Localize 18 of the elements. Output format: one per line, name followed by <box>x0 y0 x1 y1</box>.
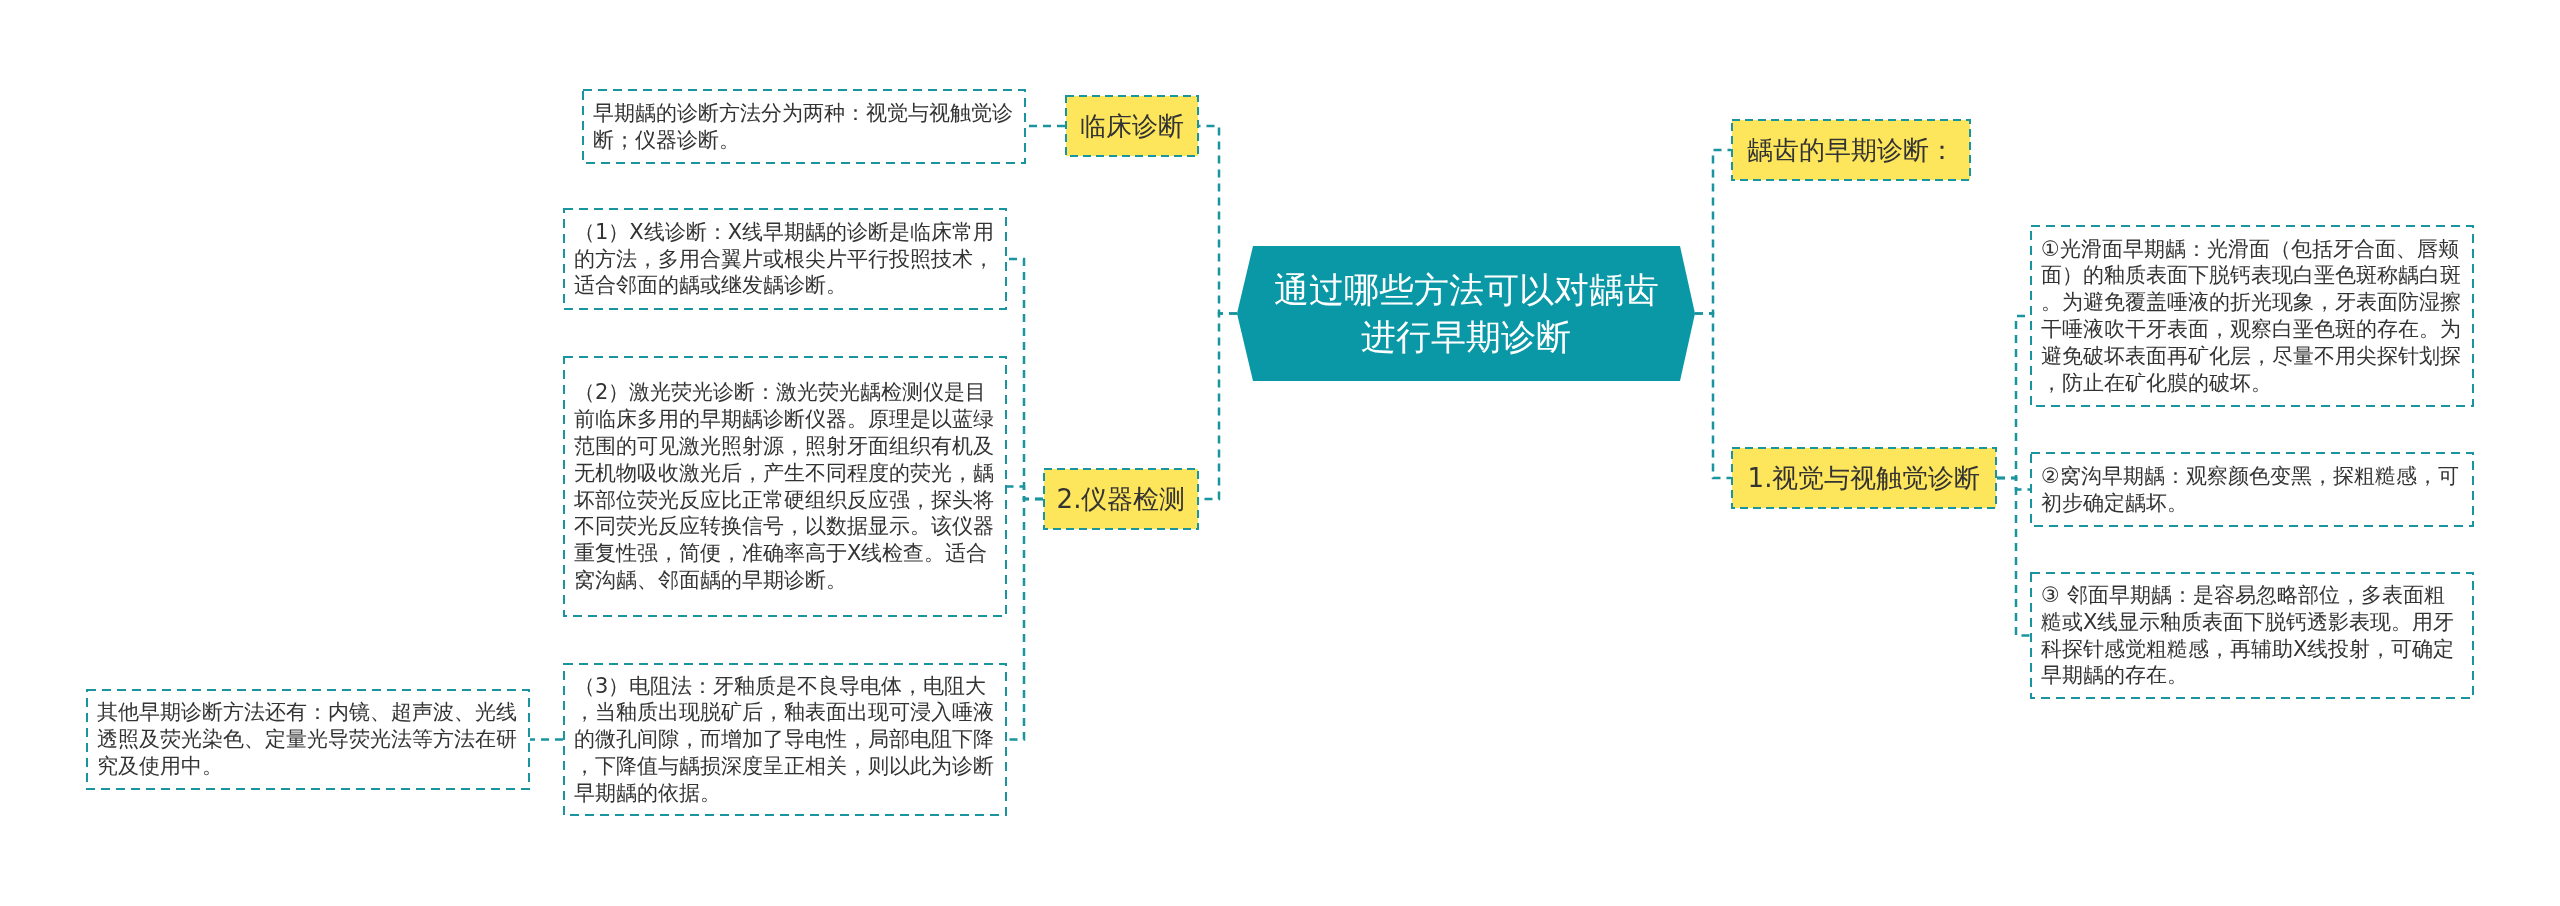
branch-topic: 1.视觉与视触觉诊断 <box>1731 447 1997 509</box>
connector-line <box>1007 497 1043 741</box>
note-card: 其他早期诊断方法还有：内镜、超声波、光线透照及荧光染色、定量光导荧光法等方法在研究及使用中。 <box>86 689 530 790</box>
note-card: （2）激光荧光诊断：激光荧光龋检测仪是目前临床多用的早期龋诊断仪器。原理是以蓝绿范围的可见激光照射源，照射牙面组织有机及无机物吸收激光后，产生不同程度的荧光，龋坏部位荧光反应比正常硬组织反应强，探头将不同荧光反应转换信号，以数据显示。该仪器重复性强，简便，准确率高于X线检查。适合窝沟龋、邻面龋的早期诊断。 <box>563 356 1007 617</box>
central-topic: 通过哪些方法可以对龋齿进行早期诊断 <box>1237 246 1695 381</box>
note-card: （1）X线诊断：X线早期龋的诊断是临床常用的方法，多用合翼片或根尖片平行投照技术，适合邻面的龋或继发龋诊断。 <box>563 208 1007 310</box>
branch-topic: 龋齿的早期诊断： <box>1731 119 1971 181</box>
connector-line <box>1695 312 1731 480</box>
connector-line <box>1026 124 1065 128</box>
note-card: ①光滑面早期龋：光滑面（包括牙合面、唇颊面）的釉质表面下脱钙表现白垩色斑称龋白斑。为避免覆盖唾液的折光现象，牙表面防湿擦干唾液吹干牙表面，观察白垩色斑的存在。为避免破坏表面再矿化层，尽量不用尖探针划探，防止在矿化膜的破坏。 <box>2030 225 2474 407</box>
branch-topic: 2.仪器检测 <box>1043 468 1199 530</box>
connector-line <box>530 738 563 741</box>
note-card: ②窝沟早期龋：观察颜色变黑，探粗糙感，可初步确定龋坏。 <box>2030 452 2474 527</box>
note-card: （3）电阻法：牙釉质是不良导电体，电阻大，当釉质出现脱矿后，釉表面出现可浸入唾液的微孔间隙，而增加了导电性，局部电阻下降，下降值与龋损深度呈正相关，则以此为诊断早期龋的依据。 <box>563 663 1007 816</box>
note-card: 早期龋的诊断方法分为两种：视觉与视触觉诊断；仪器诊断。 <box>582 89 1026 164</box>
connector-line <box>1997 476 2030 637</box>
branch-topic: 临床诊断 <box>1065 95 1199 157</box>
note-card: ③ 邻面早期龋：是容易忽略部位，多表面粗糙或X线显示釉质表面下脱钙透影表现。用牙科探针感觉粗糙感，再辅助X线投射，可确定早期龋的存在。 <box>2030 572 2474 699</box>
